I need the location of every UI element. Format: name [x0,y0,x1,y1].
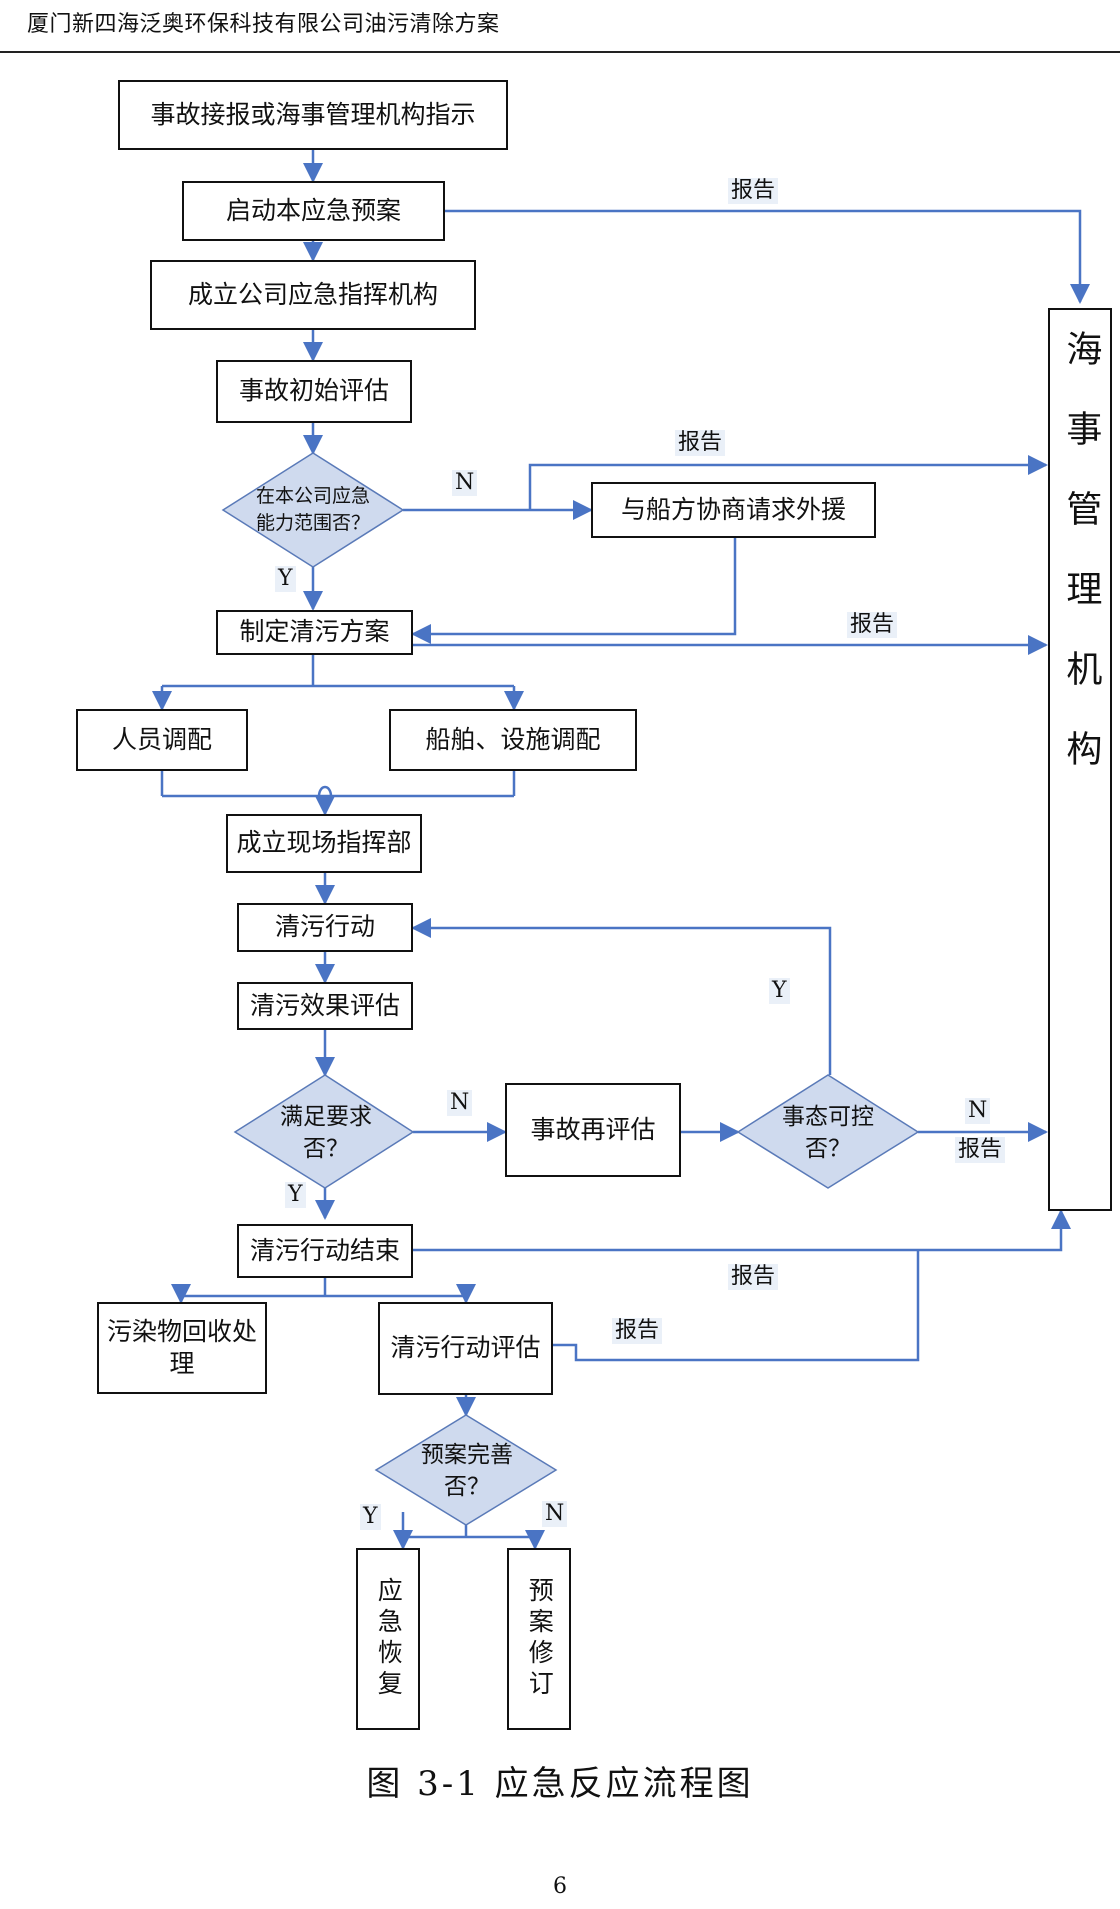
meets-requirements-label: 满足要求否？ [280,1103,372,1162]
establish-command-box: 成立公司应急指挥机构 [150,260,476,330]
request-aid-text: 与船方协商请求外援 [620,494,846,524]
pollutant-recovery-text: 污染物回收处理 [107,1316,258,1379]
yes-label-requirements: Y [285,1182,306,1209]
no-label-capability: N [452,470,478,497]
emergency-recovery-box: 应急恢复 [356,1548,420,1730]
no-label-improve: N [542,1501,568,1528]
initial-assessment-text: 事故初始评估 [238,376,389,406]
emergency-recovery-text: 应急恢复 [374,1577,404,1701]
capability-check-label: 在本公司应急能力范围否？ [255,485,370,534]
yes-label-capability: Y [275,566,296,593]
report-label-evaluation: 报告 [612,1318,663,1345]
action-end-text: 清污行动结束 [249,1235,400,1265]
report-label-aid: 报告 [675,430,726,457]
staff-dispatch-text: 人员调配 [111,724,212,754]
reassessment-text: 事故再评估 [530,1114,656,1144]
plan-improve-label: 预案完善否？ [421,1441,513,1500]
start-plan-box: 启动本应急预案 [182,181,445,241]
controllable-diamond [736,1074,920,1189]
accident-report-box: 事故接报或海事管理机构指示 [118,80,508,150]
plan-revision-text: 预案修订 [525,1577,555,1701]
report-label-end: 报告 [728,1264,779,1291]
report-label-start: 报告 [728,178,779,205]
capability-diamond [221,452,405,568]
header-title: 厦门新四海泛奥环保科技有限公司油污清除方案 [27,12,500,37]
pollutant-recovery-box: 污染物回收处理 [97,1302,267,1394]
controllable-label: 事态可控否？ [782,1103,874,1162]
cleanup-plan-box: 制定清污方案 [216,610,413,655]
cleanup-action-text: 清污行动 [274,912,375,942]
action-evaluation-text: 清污行动评估 [390,1333,541,1363]
effect-assessment-box: 清污效果评估 [237,982,413,1030]
yes-label-controllable: Y [769,978,790,1005]
cleanup-plan-text: 制定清污方案 [239,617,390,647]
accident-report-text: 事故接报或海事管理机构指示 [150,99,476,129]
staff-dispatch-box: 人员调配 [76,709,248,771]
report-label-plan: 报告 [847,612,898,639]
report-label-controllable: 报告 [955,1137,1006,1164]
requirements-diamond [233,1074,415,1189]
site-command-box: 成立现场指挥部 [226,814,422,873]
effect-assessment-text: 清污效果评估 [249,990,400,1020]
figure-caption: 图 3-1 应急反应流程图 [366,1764,754,1804]
vessel-dispatch-text: 船舶、设施调配 [425,724,601,754]
page-number: 6 [553,1874,567,1899]
no-label-controllable: N [965,1098,991,1125]
plan-revision-box: 预案修订 [507,1548,571,1730]
action-evaluation-box: 清污行动评估 [378,1302,553,1395]
start-plan-text: 启动本应急预案 [225,195,401,225]
site-command-text: 成立现场指挥部 [236,828,412,858]
improve-diamond [374,1414,558,1526]
no-label-requirements: N [447,1090,473,1117]
initial-assessment-box: 事故初始评估 [216,360,412,423]
maritime-authority-text: 海事管理机构 [1060,330,1102,810]
reassessment-box: 事故再评估 [505,1083,681,1177]
cleanup-action-box: 清污行动 [237,903,413,952]
vessel-dispatch-box: 船舶、设施调配 [389,709,637,771]
page-header: 厦门新四海泛奥环保科技有限公司油污清除方案 [0,0,1120,53]
establish-command-text: 成立公司应急指挥机构 [187,279,438,309]
action-end-box: 清污行动结束 [237,1224,413,1278]
request-aid-box: 与船方协商请求外援 [591,482,876,538]
yes-label-improve: Y [360,1504,381,1531]
maritime-authority-box: 海事管理机构 [1048,308,1112,1211]
